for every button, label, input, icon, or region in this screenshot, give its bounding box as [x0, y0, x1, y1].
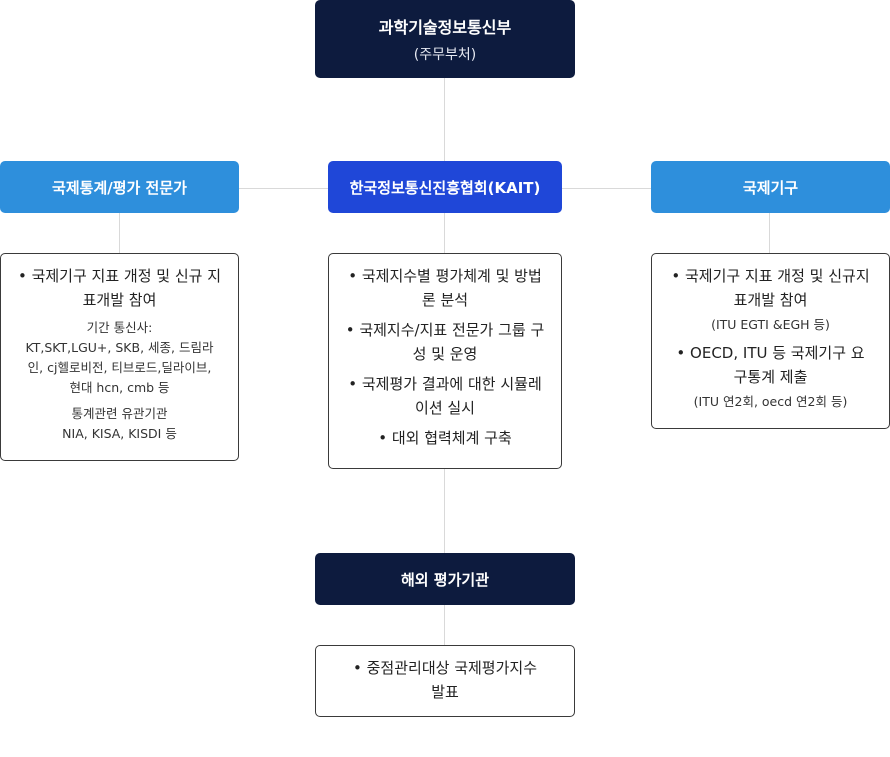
kait-bullet: 국제지수별 평가체계 및 방법론 분석	[343, 264, 547, 312]
connector-center-down	[444, 212, 445, 254]
experts-sub-line: 현대 hcn, cmb 등	[69, 380, 170, 395]
connector-left-down	[119, 212, 120, 254]
overseas-agency-card: 중점관리대상 국제평가지수 발표	[315, 645, 575, 717]
intl-org-bullet: OECD, ITU 등 국제기구 요구통계 제출	[670, 341, 871, 389]
experts-sub-line: NIA, KISA, KISDI 등	[62, 426, 177, 441]
ministry-subtitle: (주무부처)	[413, 47, 477, 63]
kait-bullet: 국제지수/지표 전문가 그룹 구성 및 운영	[343, 318, 547, 366]
intl-org-header: 국제기구	[651, 161, 890, 213]
connector-center-bottom	[444, 468, 445, 554]
experts-sub-line: 통계관련 유관기관	[71, 406, 168, 421]
experts-sub-line: KT,SKT,LGU+, SKB, 세종, 드림라	[25, 340, 214, 355]
intl-org-sub: (ITU 연2회, oecd 연2회 등)	[693, 394, 848, 409]
experts-sub-line: 기간 통신사:	[86, 320, 153, 335]
experts-bullet: 국제기구 지표 개정 및 신규 지표개발 참여	[9, 264, 230, 312]
intl-org-bullet: 국제기구 지표 개정 및 신규지표개발 참여	[670, 264, 871, 312]
connector-right-down	[769, 212, 770, 254]
experts-sub-line: 인, cj헬로비전, 티브로드,딜라이브,	[27, 360, 212, 375]
kait-bullet: 대외 협력체계 구축	[343, 426, 547, 450]
intl-org-card: 국제기구 지표 개정 및 신규지표개발 참여 (ITU EGTI &EGH 등)…	[651, 253, 890, 429]
kait-card: 국제지수별 평가체계 및 방법론 분석 국제지수/지표 전문가 그룹 구성 및 …	[328, 253, 562, 469]
kait-bullet: 국제평가 결과에 대한 시뮬레이션 실시	[343, 372, 547, 420]
connector-top-center	[444, 78, 445, 162]
kait-header: 한국정보통신진흥협회(KAIT)	[328, 161, 562, 213]
overseas-agency-header: 해외 평가기관	[315, 553, 575, 605]
connector-bottom-card	[444, 604, 445, 646]
ministry-box: 과학기술정보통신부 (주무부처)	[315, 0, 575, 78]
intl-org-sub: (ITU EGTI &EGH 등)	[711, 317, 830, 332]
experts-card: 국제기구 지표 개정 및 신규 지표개발 참여 기간 통신사: KT,SKT,L…	[0, 253, 239, 461]
experts-header: 국제통계/평가 전문가	[0, 161, 239, 213]
ministry-title: 과학기술정보통신부	[378, 18, 512, 37]
overseas-agency-bullet: 중점관리대상 국제평가지수 발표	[344, 656, 546, 704]
